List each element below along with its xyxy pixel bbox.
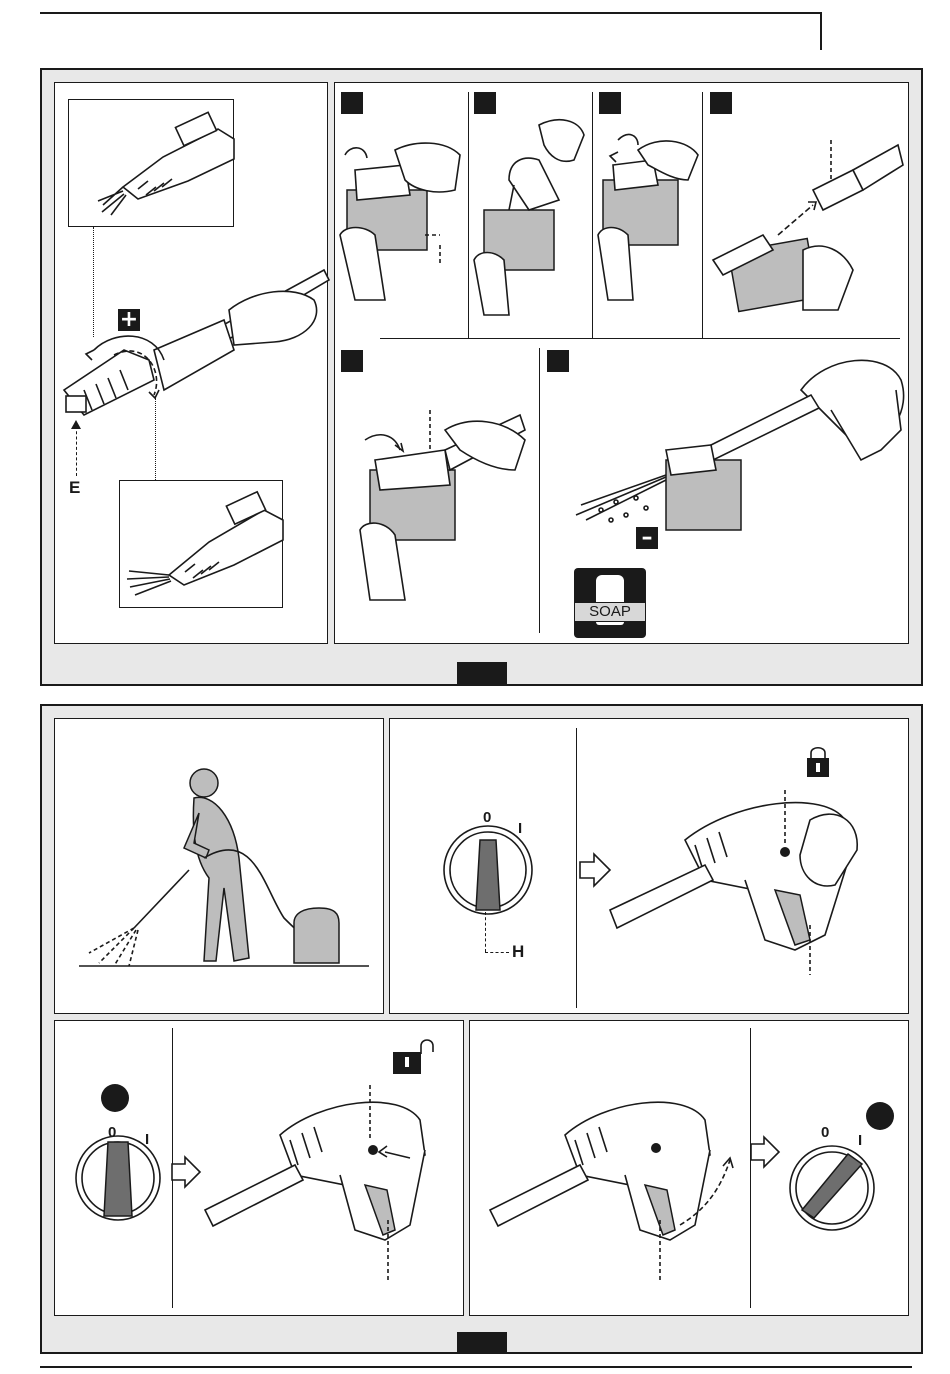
dial-one-label: I — [518, 820, 522, 837]
step5-twist-lock-illustration — [335, 390, 535, 620]
trigger-lock-illustration — [595, 780, 905, 1010]
lance-nozzle-illustration — [54, 250, 328, 510]
dial-icon-on — [72, 1130, 168, 1226]
dial-one-label-unlock: I — [145, 1131, 149, 1148]
step4-connect-tank-illustration — [703, 110, 908, 330]
minus-icon: – — [636, 527, 658, 549]
arrow-icon-release — [749, 1135, 781, 1169]
handle-h-label: H — [512, 942, 524, 962]
step-marker-5 — [341, 350, 363, 372]
nozzle-fan-illustration — [119, 480, 283, 608]
bottom-panel-tab — [457, 1332, 507, 1354]
top-panel-tab — [457, 662, 507, 686]
dial-one-label-release: I — [858, 1132, 862, 1149]
step-dot-start — [101, 1084, 129, 1112]
soap-label: SOAP — [574, 602, 646, 622]
dial-icon-off — [786, 1140, 882, 1236]
trigger-release-illustration — [480, 1080, 750, 1300]
step-divider-5 — [539, 348, 540, 633]
dial-zero-label-unlock: 0 — [108, 1124, 116, 1141]
dial-zero-label-release: 0 — [821, 1124, 829, 1141]
lock-icon — [805, 743, 831, 779]
operator-spraying-illustration — [54, 718, 384, 1014]
point-e-arrowhead — [71, 420, 81, 429]
point-e-label: E — [69, 478, 80, 498]
top-rule-tick — [820, 12, 822, 50]
switch-divider — [576, 728, 577, 1008]
top-rule — [40, 12, 822, 14]
trigger-unlock-illustration — [195, 1080, 455, 1300]
row-divider — [380, 338, 900, 339]
unlock-icon — [393, 1036, 437, 1076]
point-e-dashed-arrow — [76, 426, 77, 476]
dial-icon — [440, 820, 540, 920]
bottom-rule — [40, 1366, 912, 1368]
handle-h-dashed-horizontal — [485, 952, 509, 953]
dial-zero-label: 0 — [483, 809, 491, 826]
handle-h-dashed — [485, 912, 486, 952]
step3-attach-tank-illustration — [593, 110, 701, 310]
dotted-leader-bottom — [155, 398, 156, 480]
nozzle-narrow-illustration — [68, 99, 234, 227]
step2-fill-soap-illustration — [469, 110, 591, 320]
step-dot-end — [866, 1102, 894, 1130]
step1-remove-tank-illustration — [335, 110, 467, 310]
